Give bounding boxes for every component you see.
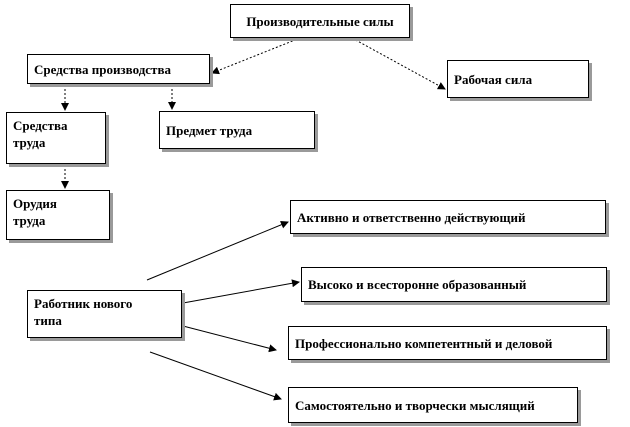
node-productive-forces: Производительные силы: [230, 4, 410, 38]
node-educated: Высоко и всесторонне образованный: [301, 267, 607, 302]
node-object-of-labor-label: Предмет труда: [166, 122, 253, 138]
edge-forces-to-means: [211, 37, 301, 75]
node-tools-of-labor: Орудия труда: [6, 190, 110, 240]
node-tools-line2: труда: [13, 213, 46, 228]
node-means-of-labor-line1: Средства: [13, 118, 68, 133]
node-worker-line1: Работник нового: [34, 296, 133, 311]
node-active: Активно и ответственно действующий: [290, 200, 606, 234]
edge-forces-to-labor: [351, 37, 446, 90]
edge-worker-to-professional: [182, 325, 277, 353]
node-means-of-labor-line2: труда: [13, 135, 46, 150]
node-worker-line2: типа: [34, 313, 62, 328]
node-educated-label: Высоко и всесторонне образованный: [308, 277, 527, 292]
node-independent: Самостоятельно и творчески мыслящий: [288, 387, 578, 423]
node-active-label: Активно и ответственно действующий: [297, 209, 526, 225]
node-means-of-production: Средства производства: [27, 54, 210, 84]
node-professional: Профессионально компетентный и деловой: [288, 326, 607, 360]
node-new-type-worker: Работник нового типа: [27, 290, 182, 338]
node-productive-forces-label: Производительные силы: [246, 13, 394, 29]
node-professional-label: Профессионально компетентный и деловой: [295, 335, 553, 351]
edge-worker-to-independent: [149, 351, 282, 401]
node-independent-label: Самостоятельно и творчески мыслящий: [295, 397, 535, 413]
node-means-of-production-label: Средства производства: [34, 61, 171, 77]
node-object-of-labor: Предмет труда: [159, 111, 315, 149]
node-labor-force-label: Рабочая сила: [454, 71, 533, 87]
node-tools-line1: Орудия: [13, 196, 57, 211]
node-labor-force: Рабочая сила: [447, 60, 589, 98]
edge-worker-to-active: [146, 220, 289, 281]
node-means-of-labor: Средства труда: [6, 112, 106, 164]
edge-worker-to-educated: [182, 279, 300, 304]
